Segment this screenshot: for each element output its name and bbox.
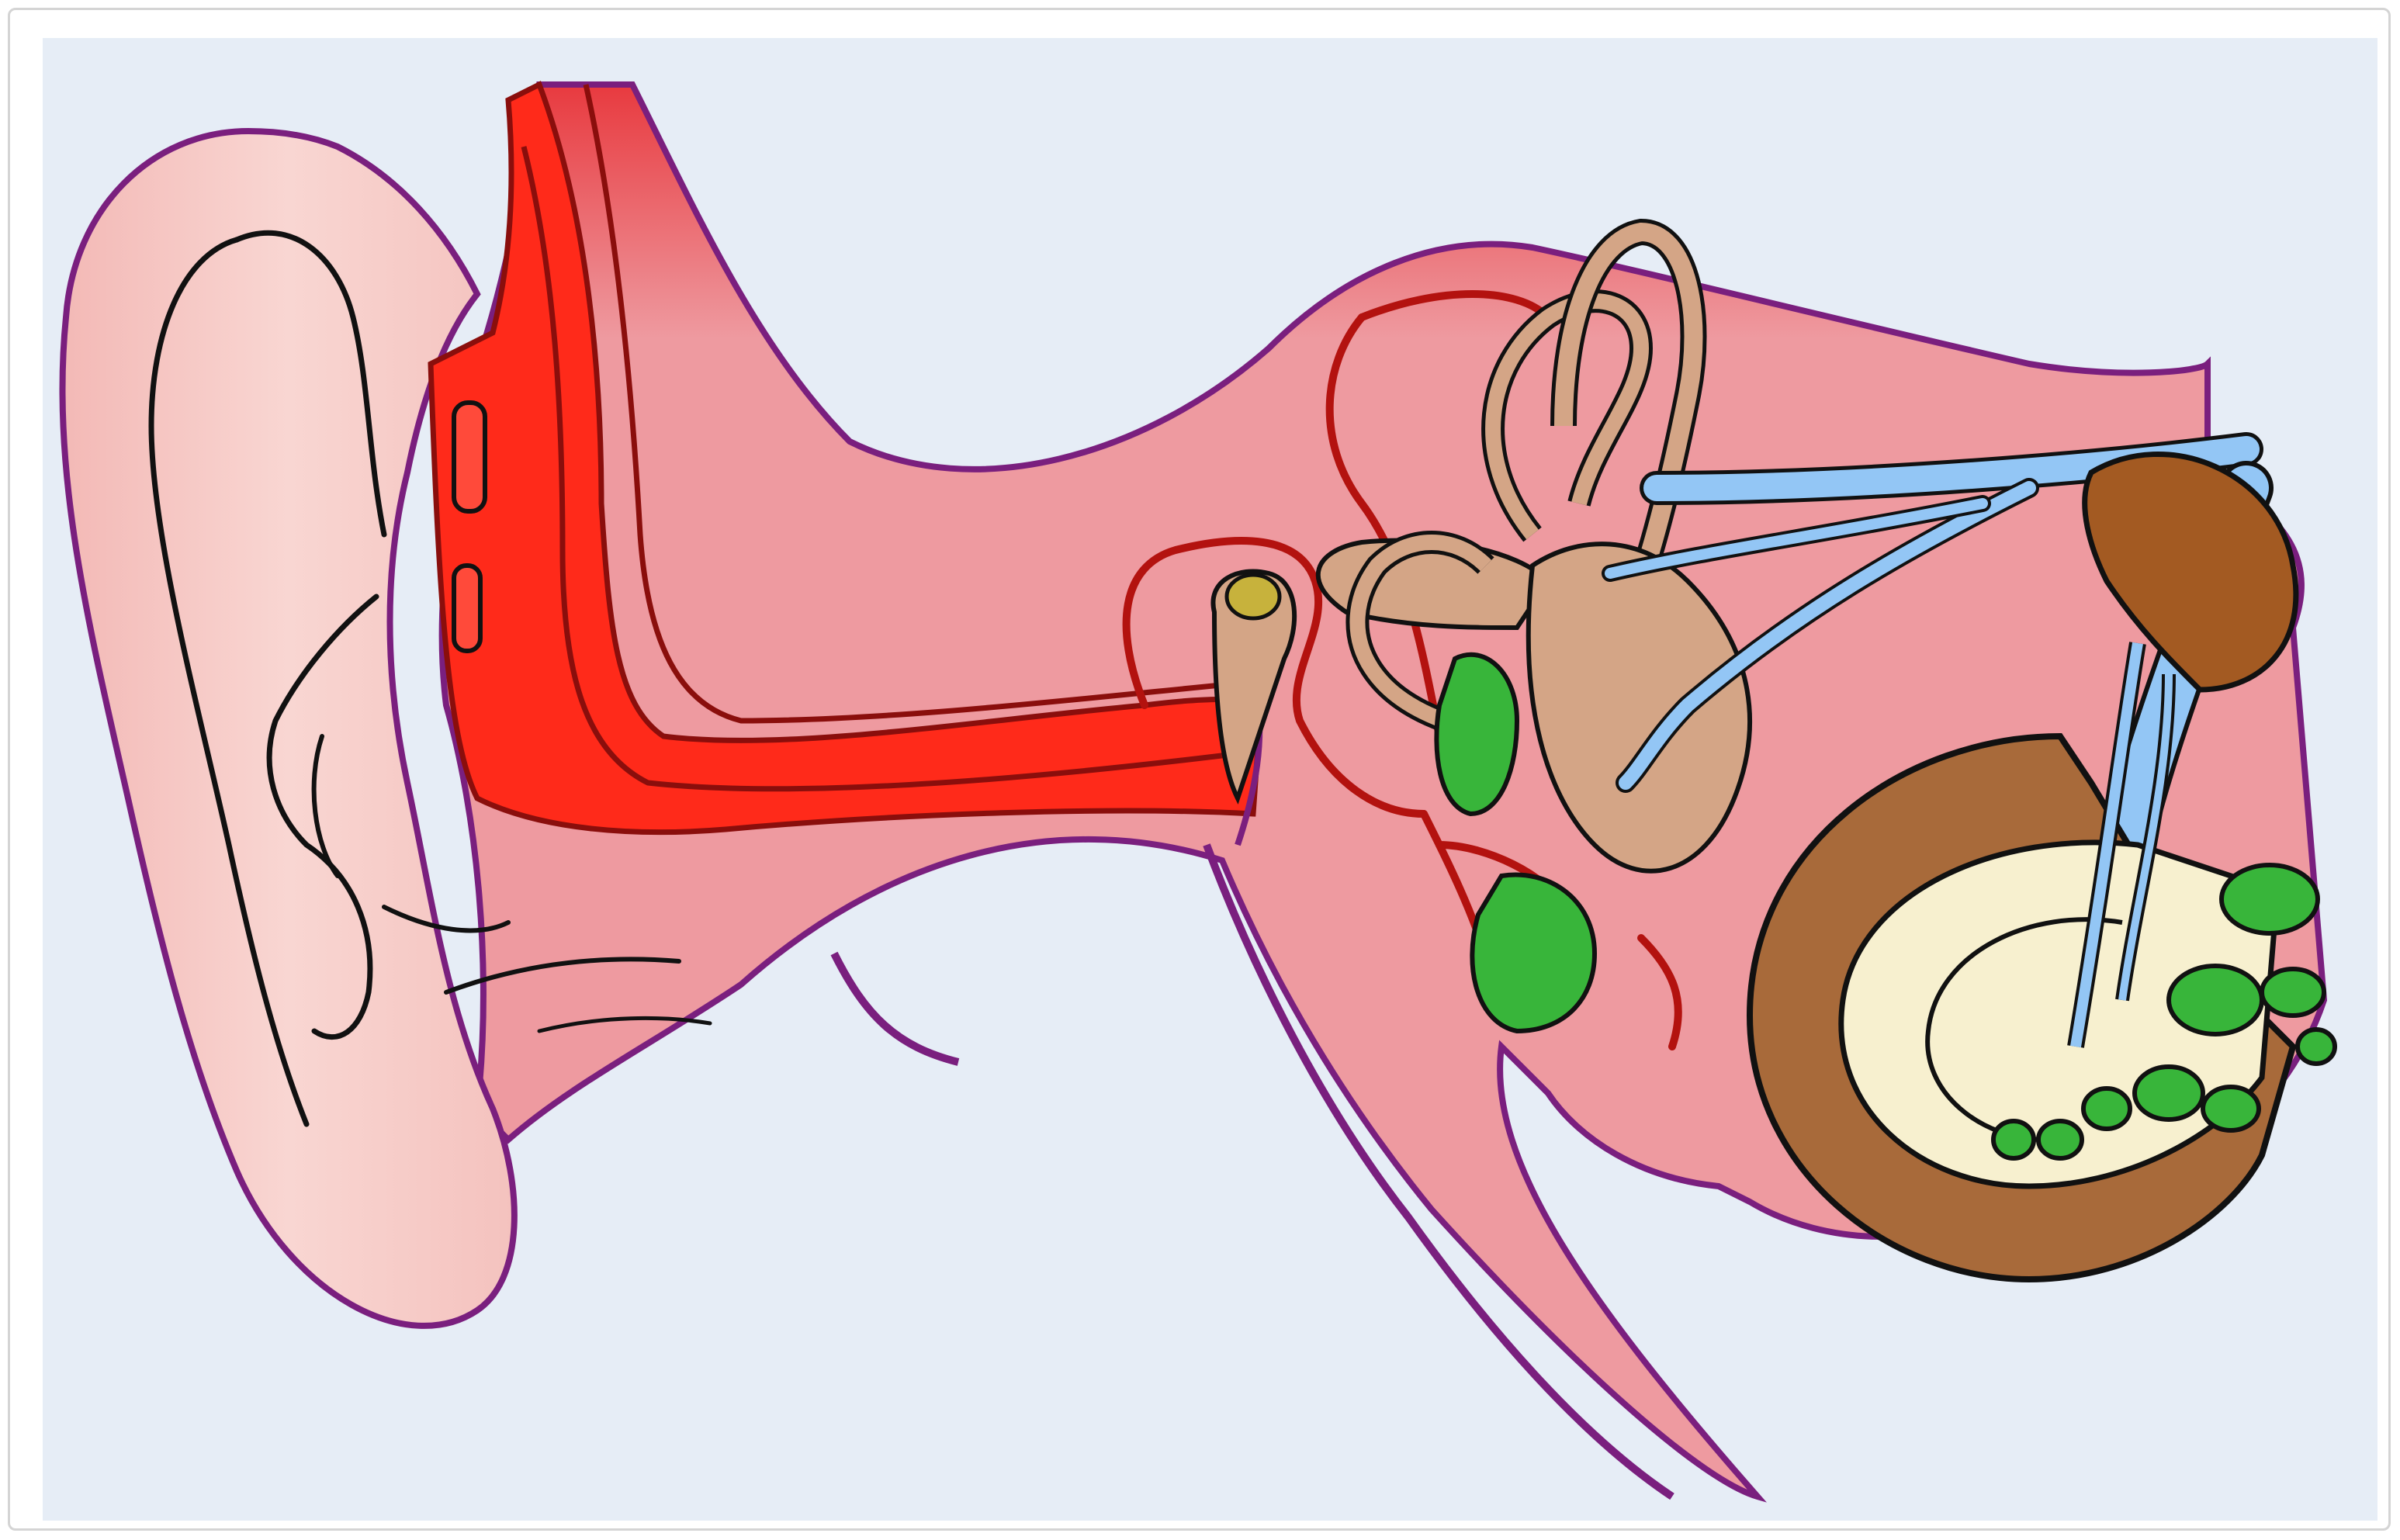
canal-gland xyxy=(454,403,485,511)
canal-gland xyxy=(454,566,480,651)
diagram-panel xyxy=(43,38,2377,1521)
incus-head xyxy=(1227,575,1280,618)
pinna xyxy=(62,131,514,1326)
ear-anatomy-diagram xyxy=(43,38,2377,1521)
image-frame xyxy=(8,8,2391,1531)
